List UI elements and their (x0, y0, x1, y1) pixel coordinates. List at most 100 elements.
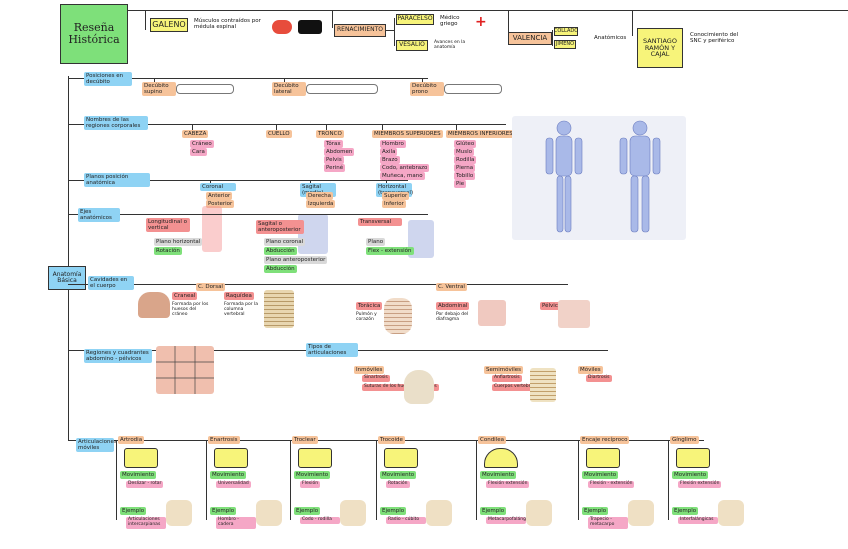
branch-line (116, 440, 117, 520)
vesalio-box: VESALIO (396, 40, 428, 51)
region-item: Cráneo (190, 140, 214, 149)
branch-line (456, 124, 457, 130)
cavidad-ventral: Torácica (356, 302, 383, 311)
history-line (332, 10, 333, 28)
valencia-box: VALENCIA (508, 32, 552, 45)
history-line (394, 18, 395, 46)
branch-line (476, 440, 477, 520)
cavidad-dorsal-desc: Formada por los huesos del cráneo (172, 302, 209, 318)
ejemplo-label: Ejemplo (210, 507, 237, 516)
history-line (145, 10, 146, 30)
skull-image (404, 370, 434, 404)
region-item: Pie (454, 180, 467, 189)
tipo-item: Móviles (578, 366, 603, 375)
regiones-abd-label: Regiones y cuadrantes abdomino - pélvico… (84, 349, 152, 364)
plano-sub: Derecha (306, 192, 334, 201)
eje-item: Transversal (358, 218, 402, 227)
region-item: Tobillo (454, 172, 476, 181)
pelvis-image (558, 300, 590, 328)
movimiento-desc: Deslizar - rotar (126, 481, 164, 488)
tipos-articulaciones-label: Tipos de articulaciones (306, 343, 358, 358)
bone-example-image (426, 500, 452, 526)
eje-sub: Abducción (264, 265, 297, 274)
branch-line (276, 124, 277, 130)
posicion-item: Decúbito lateral (272, 82, 306, 97)
plano-item: Coronal (200, 183, 236, 192)
eje-sub: Flex - extensión (366, 247, 414, 256)
body-outline-image (176, 84, 234, 94)
muscle-icon (298, 20, 322, 34)
joint-icon (586, 448, 620, 468)
regiones-label: Nombres de las regiones corporales (84, 116, 148, 131)
tipo-sub: Cuerpos vertebrales (492, 384, 542, 391)
branch-line (290, 440, 291, 520)
ejemplo-desc: Metacarpofalángica (486, 517, 533, 524)
tipo-sub: Anfiartrosis (492, 375, 522, 382)
cavidades-label: Cavidades en el cuerpo (88, 276, 134, 291)
galeno-box: GALENO (150, 18, 188, 32)
galeno-desc: Músculos contraídos por médula espinal (194, 18, 261, 31)
plano-sub: Inferior (382, 200, 406, 209)
branch-line (578, 440, 579, 520)
title-box: Reseña Histórica (60, 4, 128, 64)
region-item: Pelvis (324, 156, 344, 165)
history-line (386, 30, 394, 31)
joint-icon (676, 448, 710, 468)
branch-line (310, 180, 311, 184)
joint-icon (124, 448, 158, 468)
movimiento-label: Movimiento (582, 471, 619, 480)
cavidad-ventral-desc: Por debajo del diafragma (436, 312, 469, 323)
posiciones-label: Posiciones en decúbito (84, 72, 132, 87)
branch-line (376, 440, 377, 520)
ejemplo-desc: Articulaciones intercarpianas (126, 517, 166, 529)
ejemplo-label: Ejemplo (294, 507, 321, 516)
region-item: Cara (190, 148, 207, 157)
ejemplo-desc: Codo - rodilla (300, 517, 340, 524)
region-group: CABEZA (182, 130, 209, 139)
movimiento-label: Movimiento (120, 471, 157, 480)
paracelso-desc: Médico griego (440, 15, 460, 28)
region-group: TRONCO (316, 130, 344, 139)
main-trunk (68, 76, 69, 440)
vertebrae-image (530, 368, 556, 402)
c-ventral-label: C. Ventral (436, 283, 467, 292)
eje-sub: Plano anteroposterior (264, 256, 328, 265)
movimiento-desc: Flexión - extensión (588, 481, 635, 488)
ejemplo-desc: Interfalángicas (678, 517, 718, 524)
articulacion-tipo: Trocoide (378, 436, 405, 445)
eje-sub: Abducción (264, 247, 297, 256)
c-dorsal-label: C. Dorsal (196, 283, 225, 292)
coronal-plane-figure (202, 206, 222, 252)
branch-line (210, 180, 211, 184)
bone-example-image (340, 500, 366, 526)
title-line2: Histórica (68, 33, 120, 46)
jimeno-box: JIMENO (554, 40, 576, 49)
vesalio-desc: Avances en la anatomía (434, 40, 466, 51)
cavidad-ventral: Pélvica (540, 302, 564, 311)
joint-icon (484, 448, 518, 468)
ribcage-image (384, 298, 412, 334)
collado-box: COLLADO (554, 27, 578, 36)
articulacion-tipo: Gínglimo (670, 436, 699, 445)
abdomen-image (478, 300, 506, 326)
branch-line (68, 124, 506, 125)
branch-line (206, 440, 207, 520)
region-item: Abdomen (324, 148, 355, 157)
cavidad-ventral-desc: Pulmón y corazón (356, 312, 377, 323)
tipo-sub: Diartrosis (586, 375, 612, 382)
branch-line (68, 180, 408, 181)
branch-line (284, 78, 285, 84)
ejemplo-label: Ejemplo (672, 507, 699, 516)
articulacion-tipo: Encaje recíproco (580, 436, 630, 445)
movimiento-label: Movimiento (672, 471, 709, 480)
articulacion-tipo: Troclear (292, 436, 318, 445)
branch-line (68, 214, 428, 215)
renacimiento-box: RENACIMIENTO (334, 24, 386, 37)
root-box: Anatomía Básica (48, 266, 86, 290)
movimiento-desc: Flexión (300, 481, 321, 488)
region-item: Codo, antebrazo (380, 164, 430, 173)
history-line (508, 10, 509, 40)
cajal-desc: Conocimiento del SNC y periférico (690, 32, 739, 45)
region-item: Tórax (324, 140, 343, 149)
eje-item: Sagital o anteroposterior (256, 220, 304, 235)
